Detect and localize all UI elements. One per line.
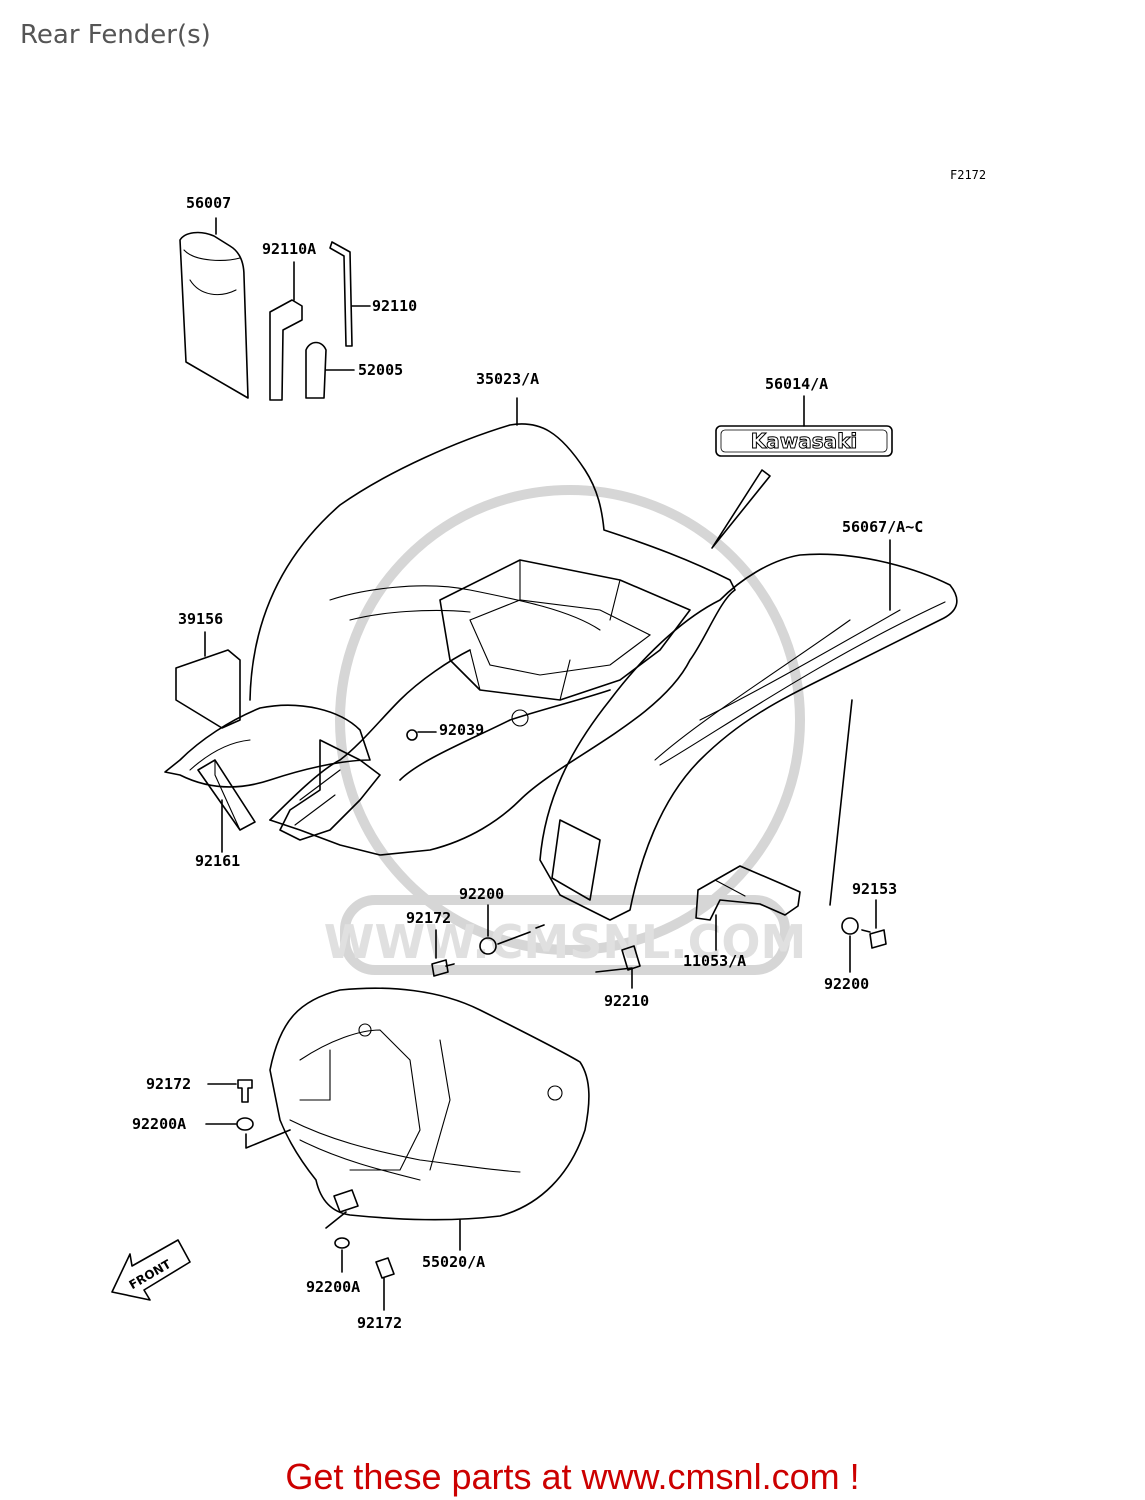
watermark: WWW.CMSNL.COM — [324, 485, 807, 975]
callout-52005: 52005 — [358, 361, 404, 379]
callout-35023a: 35023/A — [476, 370, 540, 388]
clip-92039 — [406, 729, 437, 741]
figure-code: F2172 — [950, 168, 987, 182]
hardware-guard-left — [205, 1079, 395, 1311]
callout-56014a: 56014/A — [765, 375, 829, 393]
callout-92161: 92161 — [195, 852, 241, 870]
tool-bag-56007 — [179, 231, 249, 399]
block-92161 — [197, 759, 256, 853]
bracket-11053a — [695, 865, 801, 951]
hex-key-92110 — [329, 241, 353, 347]
side-panel-56067ac — [539, 539, 958, 921]
callout-92200a-bottom: 92200A — [306, 1278, 361, 1296]
callout-92153: 92153 — [852, 880, 898, 898]
cta-link[interactable]: Get these parts at www.cmsnl.com ! — [285, 1456, 860, 1497]
page-title: Rear Fender(s) — [20, 20, 211, 50]
wrench-92110a — [269, 299, 303, 401]
callout-56007: 56007 — [186, 194, 232, 212]
callout-92172-left: 92172 — [146, 1075, 192, 1093]
callout-92110: 92110 — [372, 297, 418, 315]
callout-92200a-left: 92200A — [132, 1115, 187, 1133]
callout-56067ac: 56067/A~C — [842, 518, 924, 536]
callout-92110a: 92110A — [262, 240, 317, 258]
callout-92172-bottom: 92172 — [357, 1314, 403, 1332]
hardware-right — [841, 899, 887, 973]
callout-92039: 92039 — [439, 721, 485, 739]
hardware-center — [431, 904, 641, 989]
pin-52005 — [305, 341, 327, 399]
pad-39156 — [175, 631, 241, 729]
callout-55020a: 55020/A — [422, 1253, 486, 1271]
rear-fender-35023a — [164, 397, 736, 856]
watermark-text: WWW.CMSNL.COM — [324, 915, 807, 969]
front-arrow: FRONT — [111, 1239, 191, 1301]
lower-guard-55020a — [269, 987, 590, 1251]
callout-92200-right: 92200 — [824, 975, 870, 993]
callout-39156: 39156 — [178, 610, 224, 628]
callout-11053a: 11053/A — [683, 952, 747, 970]
kawasaki-logo: Kawasaki — [751, 429, 858, 453]
callout-92210: 92210 — [604, 992, 650, 1010]
emblem-56014a: Kawasaki — [711, 395, 893, 549]
callout-92172-top: 92172 — [406, 909, 452, 927]
callout-92200-top: 92200 — [459, 885, 505, 903]
